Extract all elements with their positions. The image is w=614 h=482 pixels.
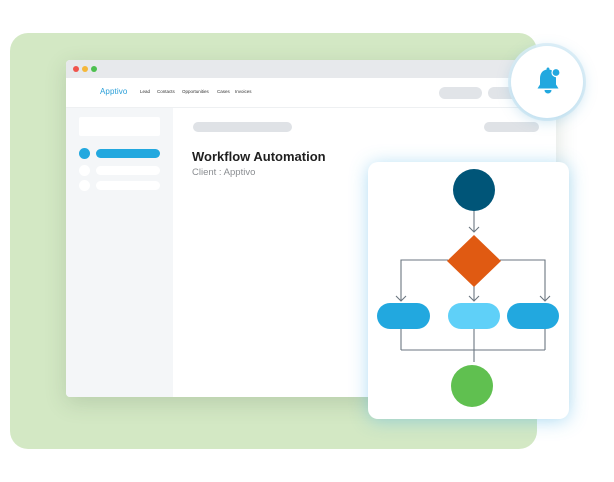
workflow-diagram [377,169,559,407]
flow-end-node [451,365,493,407]
sidebar-search-placeholder[interactable] [79,117,160,136]
flow-step-node [448,303,500,329]
top-navbar: Apptivo Lead Contacts Opportunities Case… [66,78,556,108]
page-subtitle: Client : Apptivo [192,167,256,178]
sidebar-item[interactable] [96,181,160,190]
minimize-window-dot[interactable] [82,66,88,72]
close-window-dot[interactable] [73,66,79,72]
flow-step-node [377,303,430,329]
window-titlebar [66,60,556,78]
nav-link-contacts[interactable]: Contacts [157,89,175,94]
nav-link-invoices[interactable]: Invoices [235,89,252,94]
sidebar-item-active[interactable] [96,149,160,158]
sidebar-item-active-dot [79,148,90,159]
header-action-placeholder[interactable] [484,122,539,132]
nav-link-cases[interactable]: Cases [217,89,230,94]
sidebar [66,108,173,397]
breadcrumb-placeholder [193,122,292,132]
flow-decision-node [447,235,501,287]
maximize-window-dot[interactable] [91,66,97,72]
nav-link-lead[interactable]: Lead [140,89,151,94]
nav-link-opportunities[interactable]: Opportunities [182,89,209,94]
sidebar-item-dot [79,180,90,191]
flow-start-node [453,169,495,211]
sidebar-item[interactable] [96,166,160,175]
apptivo-logo[interactable]: Apptivo [100,87,128,96]
workflow-diagram-card [368,162,569,419]
sidebar-item-dot [79,165,90,176]
bell-icon [537,67,561,94]
page-title: Workflow Automation [192,149,326,164]
notification-button[interactable] [511,46,583,118]
flow-step-node [507,303,559,329]
nav-action-placeholder[interactable] [439,87,482,99]
